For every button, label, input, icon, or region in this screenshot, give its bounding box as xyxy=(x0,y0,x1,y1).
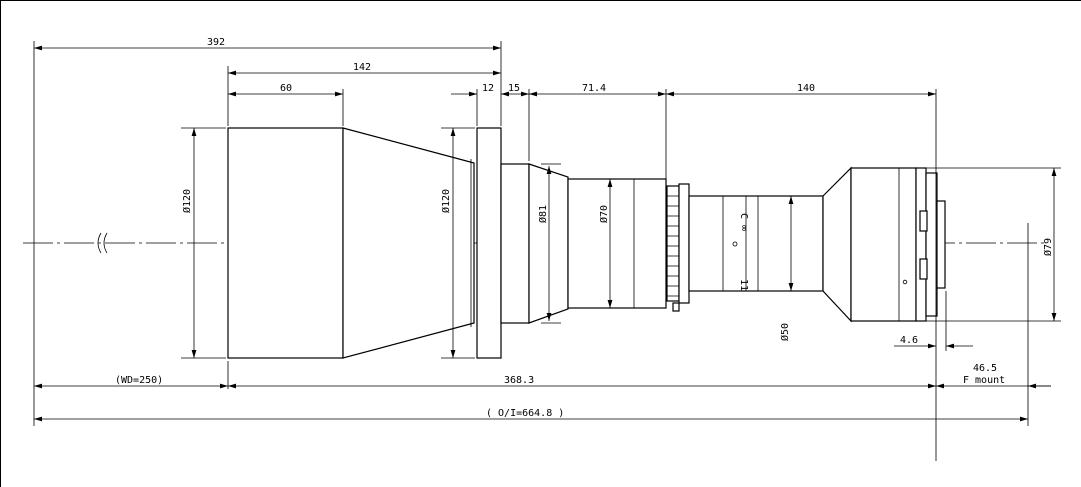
ring-marking-top: C ∞ xyxy=(738,213,749,231)
dim-392: 392 xyxy=(207,37,225,48)
dim-dia-81: Ø81 xyxy=(537,205,549,223)
dim-368-3: 368.3 xyxy=(504,375,534,386)
break-symbol-icon xyxy=(97,232,108,254)
dimension-lines xyxy=(34,45,1057,422)
dim-dia-50: Ø50 xyxy=(779,323,791,341)
ring-marking-bottom: 11 xyxy=(738,279,749,291)
dim-4-6: 4.6 xyxy=(900,335,918,346)
dim-dia-70: Ø70 xyxy=(598,205,610,223)
dim-142: 142 xyxy=(353,62,371,73)
dim-object-to-image: ( O/I=664.8 ) xyxy=(486,408,564,419)
dim-46-5: 46.5 xyxy=(973,363,997,374)
lens-body xyxy=(227,127,946,359)
dim-15: 15 xyxy=(508,83,520,94)
dim-12: 12 xyxy=(482,83,494,94)
mount-type-label: F mount xyxy=(963,375,1005,386)
dim-140: 140 xyxy=(797,83,815,94)
extension-lines xyxy=(33,41,1061,461)
dim-dia-flange: Ø120 xyxy=(440,189,452,213)
dim-working-distance: (WD=250) xyxy=(115,375,163,386)
dim-dia-79: Ø79 xyxy=(1042,238,1054,256)
dim-60: 60 xyxy=(280,83,292,94)
dim-dia-front: Ø120 xyxy=(181,189,193,213)
dim-71-4: 71.4 xyxy=(582,83,606,94)
